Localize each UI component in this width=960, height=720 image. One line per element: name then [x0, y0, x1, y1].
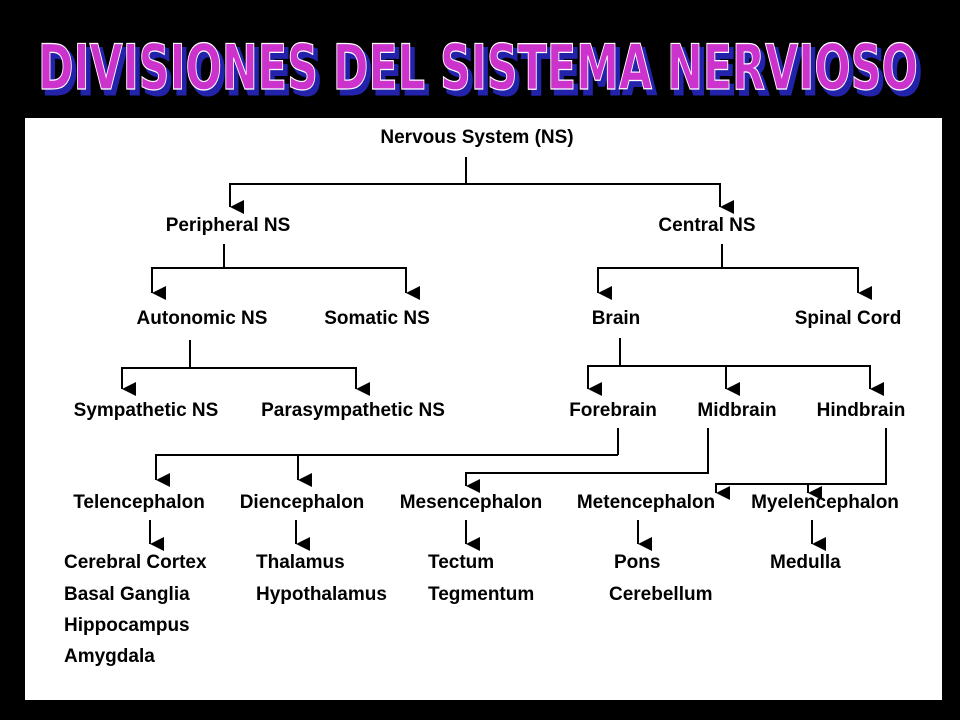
node-mesencephalon: Mesencephalon: [399, 492, 543, 513]
leaf-cerebral-cortex: Cerebral Cortex: [64, 552, 207, 573]
leaf-hippocampus: Hippocampus: [64, 615, 190, 636]
connector-forebrain: [155, 454, 618, 487]
diagram-panel: [25, 118, 942, 700]
node-diencephalon: Diencephalon: [239, 492, 365, 513]
leaf-medulla: Medulla: [770, 552, 841, 573]
leaf-thalamus: Thalamus: [256, 552, 345, 573]
node-forebrain: Forebrain: [569, 400, 657, 421]
node-parasympathetic-ns: Parasympathetic NS: [261, 400, 445, 421]
node-peripheral-ns: Peripheral NS: [165, 215, 291, 236]
leaf-hypothalamus: Hypothalamus: [256, 584, 387, 605]
leaf-pons: Pons: [614, 552, 661, 573]
title-text: DIVISIONES DEL SISTEMA NERVIOSO: [38, 31, 918, 104]
node-nervous-system: Nervous System (NS): [380, 127, 574, 148]
node-spinal-cord: Spinal Cord: [794, 308, 902, 329]
leaf-tegmentum: Tegmentum: [428, 584, 535, 605]
node-telencephalon: Telencephalon: [73, 492, 205, 513]
connector-brain: [587, 365, 884, 396]
page-title: DIVISIONES DEL SISTEMA NERVIOSO DIVISION…: [37, 30, 923, 106]
node-hindbrain: Hindbrain: [816, 400, 906, 421]
node-metencephalon: Metencephalon: [576, 492, 716, 513]
leaf-amygdala: Amygdala: [64, 646, 155, 667]
connector-peripheral: [151, 267, 420, 300]
connector-midbrain: [465, 428, 709, 493]
node-brain: Brain: [591, 308, 641, 329]
connector-autonomic: [121, 367, 370, 396]
node-somatic-ns: Somatic NS: [324, 308, 430, 329]
node-myelencephalon: Myelencephalon: [751, 492, 899, 513]
connector-central: [597, 267, 872, 300]
node-midbrain: Midbrain: [697, 400, 777, 421]
leaf-basal-ganglia: Basal Ganglia: [64, 584, 190, 605]
node-central-ns: Central NS: [658, 215, 756, 236]
node-sympathetic-ns: Sympathetic NS: [73, 400, 219, 421]
leaf-cerebellum: Cerebellum: [609, 584, 713, 605]
leaf-tectum: Tectum: [428, 552, 495, 573]
node-autonomic-ns: Autonomic NS: [136, 308, 268, 329]
title-shadow: DIVISIONES DEL SISTEMA NERVIOSO: [42, 36, 922, 106]
connector-ns: [229, 183, 734, 214]
connector-hindbrain: [715, 428, 887, 500]
